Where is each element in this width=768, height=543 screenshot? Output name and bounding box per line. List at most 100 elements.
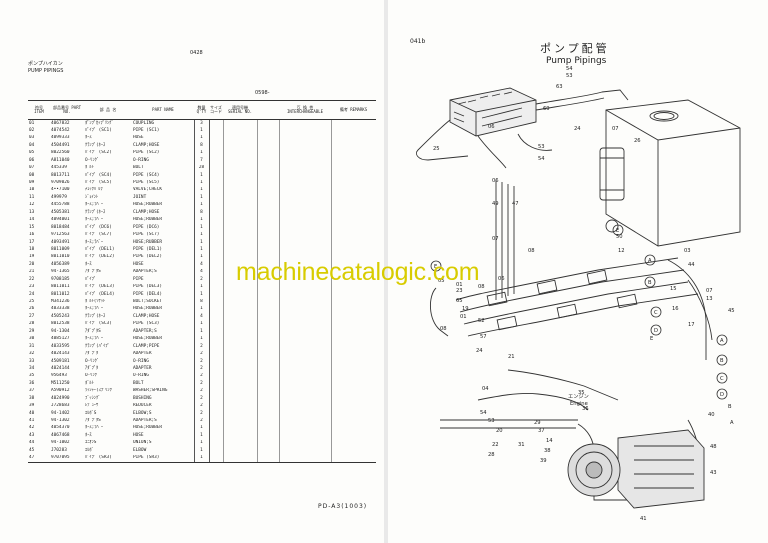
cell-remarks [331, 232, 376, 239]
cell-qty: 1 [193, 134, 210, 143]
cell-blank [257, 179, 280, 187]
cell-remarks [331, 187, 376, 194]
callout-label: 05 [438, 278, 445, 284]
cell-remarks [331, 120, 376, 128]
callout-label: 20 [496, 428, 503, 434]
cell-item: 31 [29, 343, 35, 349]
cell-size-code [209, 402, 224, 411]
cell-item: 35 [29, 373, 35, 379]
cell-interchangeable [279, 134, 332, 143]
svg-text:A: A [648, 258, 652, 264]
cell-remarks [331, 165, 376, 172]
cell-size-code [209, 417, 224, 425]
pipes-lower [440, 369, 702, 501]
cell-size-code [209, 149, 224, 158]
cell-remarks [331, 321, 376, 328]
svg-text:D: D [654, 328, 658, 334]
cell-size-code [209, 231, 224, 239]
cell-part-no: 8018484 [51, 224, 70, 230]
cell-qty: 1 [193, 179, 210, 187]
cell-part-name: ADAPTER;S [133, 269, 157, 275]
cell-blank [257, 395, 280, 403]
cell-qty: 2 [193, 365, 210, 373]
callout-label: 01 [460, 314, 467, 320]
cell-part-no: 4099333 [51, 135, 70, 141]
cell-item: 05 [29, 150, 35, 156]
callout-label: 45 [728, 308, 735, 314]
col-remarks: 備考 REMARKS [331, 100, 376, 120]
cell-part-no: 94-1402 [51, 410, 70, 416]
cell-blank [257, 127, 280, 135]
cell-blank [257, 142, 280, 150]
callout-label: 29 [534, 420, 541, 426]
cell-blank [257, 424, 280, 433]
cell-blank [257, 454, 280, 464]
cell-size-code [209, 291, 224, 299]
cell-qty: 2 [193, 395, 210, 403]
cell-part-no: 4085127 [51, 336, 70, 342]
cell-size-code [209, 454, 224, 464]
cell-serial [223, 343, 258, 351]
cell-blank [257, 343, 280, 351]
cell-name-jp: ﾊﾟｲﾌﾟ (SC7) [85, 232, 112, 238]
callout-label: 65 [456, 298, 463, 304]
cell-qty: 1 [193, 283, 210, 292]
cell-serial [223, 447, 258, 455]
svg-text:C: C [720, 376, 724, 382]
cell-name-jp: ﾊﾟｲﾌﾟ (DEL2) [85, 254, 115, 260]
cell-item: 14 [29, 217, 35, 223]
cell-blank [257, 194, 280, 202]
callout-label: 23 [456, 288, 463, 294]
cell-blank [257, 186, 280, 195]
cell-part-no: 4094001 [51, 217, 70, 223]
cell-blank [257, 387, 280, 396]
cell-blank [257, 313, 280, 321]
cell-remarks [331, 306, 376, 313]
cell-part-name: BOLT [133, 165, 144, 171]
callout-label: 14 [546, 438, 553, 444]
cell-item: 32 [29, 351, 35, 357]
cell-interchangeable [279, 335, 332, 344]
cell-part-no: 94-1302 [51, 418, 70, 424]
cell-blank [257, 119, 280, 128]
callout-label: 54 [538, 156, 545, 162]
cell-interchangeable [279, 246, 332, 254]
cell-serial [223, 372, 258, 381]
cell-blank [257, 305, 280, 314]
callout-label: 26 [634, 138, 641, 144]
cell-qty: 4 [193, 261, 210, 269]
cell-qty: 1 [193, 216, 210, 225]
cell-part-no: 8013711 [51, 172, 70, 178]
callout-label: A [730, 420, 734, 426]
cell-name-jp: ｱﾀﾞﾌﾟﾀS [85, 269, 101, 275]
cell-serial [223, 424, 258, 433]
cell-part-name: HOSE;RUBBER [133, 217, 163, 223]
cell-blank [257, 320, 280, 329]
cell-name-jp: O-ﾘﾝｸﾞ [85, 373, 100, 379]
cell-size-code [209, 134, 224, 143]
cell-part-name: CLAMP;HOSE [133, 209, 160, 215]
cell-part-no: 9707095 [50, 454, 84, 464]
cell-interchangeable [279, 253, 332, 262]
cell-serial [223, 298, 258, 306]
cell-serial [223, 380, 258, 388]
cell-part-no: 9712563 [51, 232, 70, 238]
cell-part-name: PIPE (DEL3) [133, 284, 163, 290]
cell-serial [223, 231, 258, 239]
cell-part-no: J728683 [51, 403, 70, 409]
callout-label: 08 [528, 248, 535, 254]
cell-part-no: 4067832 [51, 120, 70, 126]
callout-label: 06 [492, 178, 499, 184]
cell-name-jp: ﾎｰｽ [85, 261, 92, 267]
cell-serial [223, 350, 258, 358]
cell-interchangeable [279, 157, 332, 165]
